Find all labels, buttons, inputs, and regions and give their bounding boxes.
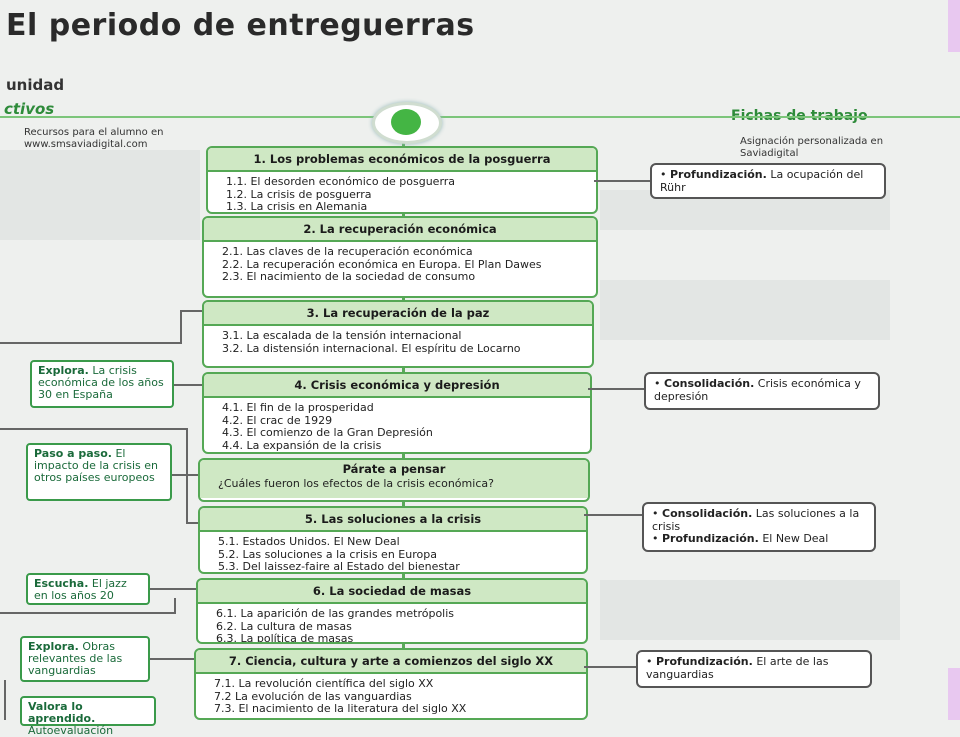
assignment-note: Asignación personalizada en Saviadigital <box>740 136 884 159</box>
section-item: 2.1. Las claves de la recuperación econó… <box>222 245 473 258</box>
section-item: 5.1. Estados Unidos. El New Deal <box>218 535 400 548</box>
section-5: 5. Las soluciones a la crisis 5.1. Estad… <box>198 506 588 574</box>
section-item: 7.1. La revolución científica del siglo … <box>214 677 434 690</box>
section-7: 7. Ciencia, cultura y arte a comienzos d… <box>194 648 588 720</box>
resource-box-escucha[interactable]: Escucha. El jazz en los años 20 <box>26 573 150 605</box>
section-title: 2. La recuperación económica <box>204 218 596 242</box>
connector <box>0 428 186 430</box>
page-edge-accent <box>948 0 960 52</box>
section-item: 1.2. La crisis de posguerra <box>226 187 372 201</box>
connector <box>584 514 642 516</box>
section-item: 3.1. La escalada de la tensión internaci… <box>222 329 462 342</box>
section-item: 6.3. La política de masas <box>216 632 354 644</box>
section-title: 5. Las soluciones a la crisis <box>200 508 586 532</box>
section-item: 4.4. La expansión de la crisis <box>222 438 382 452</box>
connector <box>584 666 636 668</box>
section-title: 1. Los problemas económicos de la posgue… <box>208 148 596 172</box>
section-item: ¿Cuáles fueron los efectos de la crisis … <box>218 477 494 490</box>
connector <box>150 658 194 660</box>
section-item: 4.3. El comienzo de la Gran Depresión <box>222 426 433 439</box>
section-item: 1.1. El desorden económico de posguerra <box>226 175 456 188</box>
connector <box>186 522 198 524</box>
section-item: 6.1. La aparición de las grandes metrópo… <box>216 607 455 620</box>
background-block <box>600 580 900 640</box>
section-item: 3.2. La distensión internacional. El esp… <box>222 341 521 355</box>
section-6: 6. La sociedad de masas 6.1. La aparició… <box>196 578 588 644</box>
section-item: 1.3. La crisis en Alemania <box>226 200 368 213</box>
worksheet-box[interactable]: • Consolidación. Crisis económica y depr… <box>644 372 880 410</box>
resource-box-valora[interactable]: Valora lo aprendido. Autoevaluación <box>20 696 156 737</box>
unit-label: unidad <box>6 76 65 94</box>
resource-box-explora-vanguardias[interactable]: Explora. Obras relevantes de las vanguar… <box>20 636 150 682</box>
objectives-label: ctivos <box>4 100 55 118</box>
section-1: 1. Los problemas económicos de la posgue… <box>206 146 598 214</box>
connector <box>174 384 202 386</box>
background-block <box>600 280 890 340</box>
connector <box>150 588 196 590</box>
section-title: 3. La recuperación de la paz <box>204 302 592 326</box>
section-item: 5.3. Del laissez-faire al Estado del bie… <box>218 560 460 573</box>
section-3: 3. La recuperación de la paz 3.1. La esc… <box>202 300 594 368</box>
section-2: 2. La recuperación económica 2.1. Las cl… <box>202 216 598 298</box>
background-block <box>0 150 200 240</box>
section-title: 4. Crisis económica y depresión <box>204 374 590 398</box>
connector <box>0 342 180 344</box>
section-item: 5.2. Las soluciones a la crisis en Europ… <box>218 547 437 561</box>
section-title: Párate a pensar <box>200 460 588 478</box>
section-title: 6. La sociedad de masas <box>198 580 586 604</box>
page-title: El periodo de entreguerras <box>6 8 475 43</box>
stop-and-think-box: Párate a pensar ¿Cuáles fueron los efect… <box>198 458 590 502</box>
section-item: 7.2 La evolución de las vanguardias <box>214 689 412 703</box>
hub-node <box>372 102 442 144</box>
section-item: 4.2. El crac de 1929 <box>222 413 333 427</box>
section-item: 2.2. La recuperación económica en Europa… <box>222 257 542 271</box>
connector <box>172 474 198 476</box>
section-item: 2.3. El nacimiento de la sociedad de con… <box>222 270 476 283</box>
connector <box>594 180 650 182</box>
section-title: 7. Ciencia, cultura y arte a comienzos d… <box>196 650 586 674</box>
connector <box>186 428 188 524</box>
connector <box>180 310 202 312</box>
worksheet-box[interactable]: • Profundización. La ocupación del Rühr <box>650 163 886 199</box>
resources-note: Recursos para el alumno en www.smsaviadi… <box>24 127 164 150</box>
resource-box-paso-a-paso[interactable]: Paso a paso. El impacto de la crisis en … <box>26 443 172 501</box>
section-item: 4.1. El fin de la prosperidad <box>222 401 374 414</box>
connector <box>180 310 182 344</box>
section-item: 7.3. El nacimiento de la literatura del … <box>214 702 467 715</box>
section-item: 6.2. La cultura de masas <box>216 619 352 633</box>
connector <box>0 612 174 614</box>
header-rule <box>0 116 960 118</box>
resource-box-explora[interactable]: Explora. La crisis económica de los años… <box>30 360 174 408</box>
connector <box>588 388 644 390</box>
section-4: 4. Crisis económica y depresión 4.1. El … <box>202 372 592 454</box>
worksheet-box[interactable]: • Consolidación. Las soluciones a la cri… <box>642 502 876 552</box>
page-edge-accent <box>948 668 960 720</box>
worksheet-box[interactable]: • Profundización. El arte de las vanguar… <box>636 650 872 688</box>
connector <box>4 680 6 720</box>
connector <box>174 598 176 614</box>
